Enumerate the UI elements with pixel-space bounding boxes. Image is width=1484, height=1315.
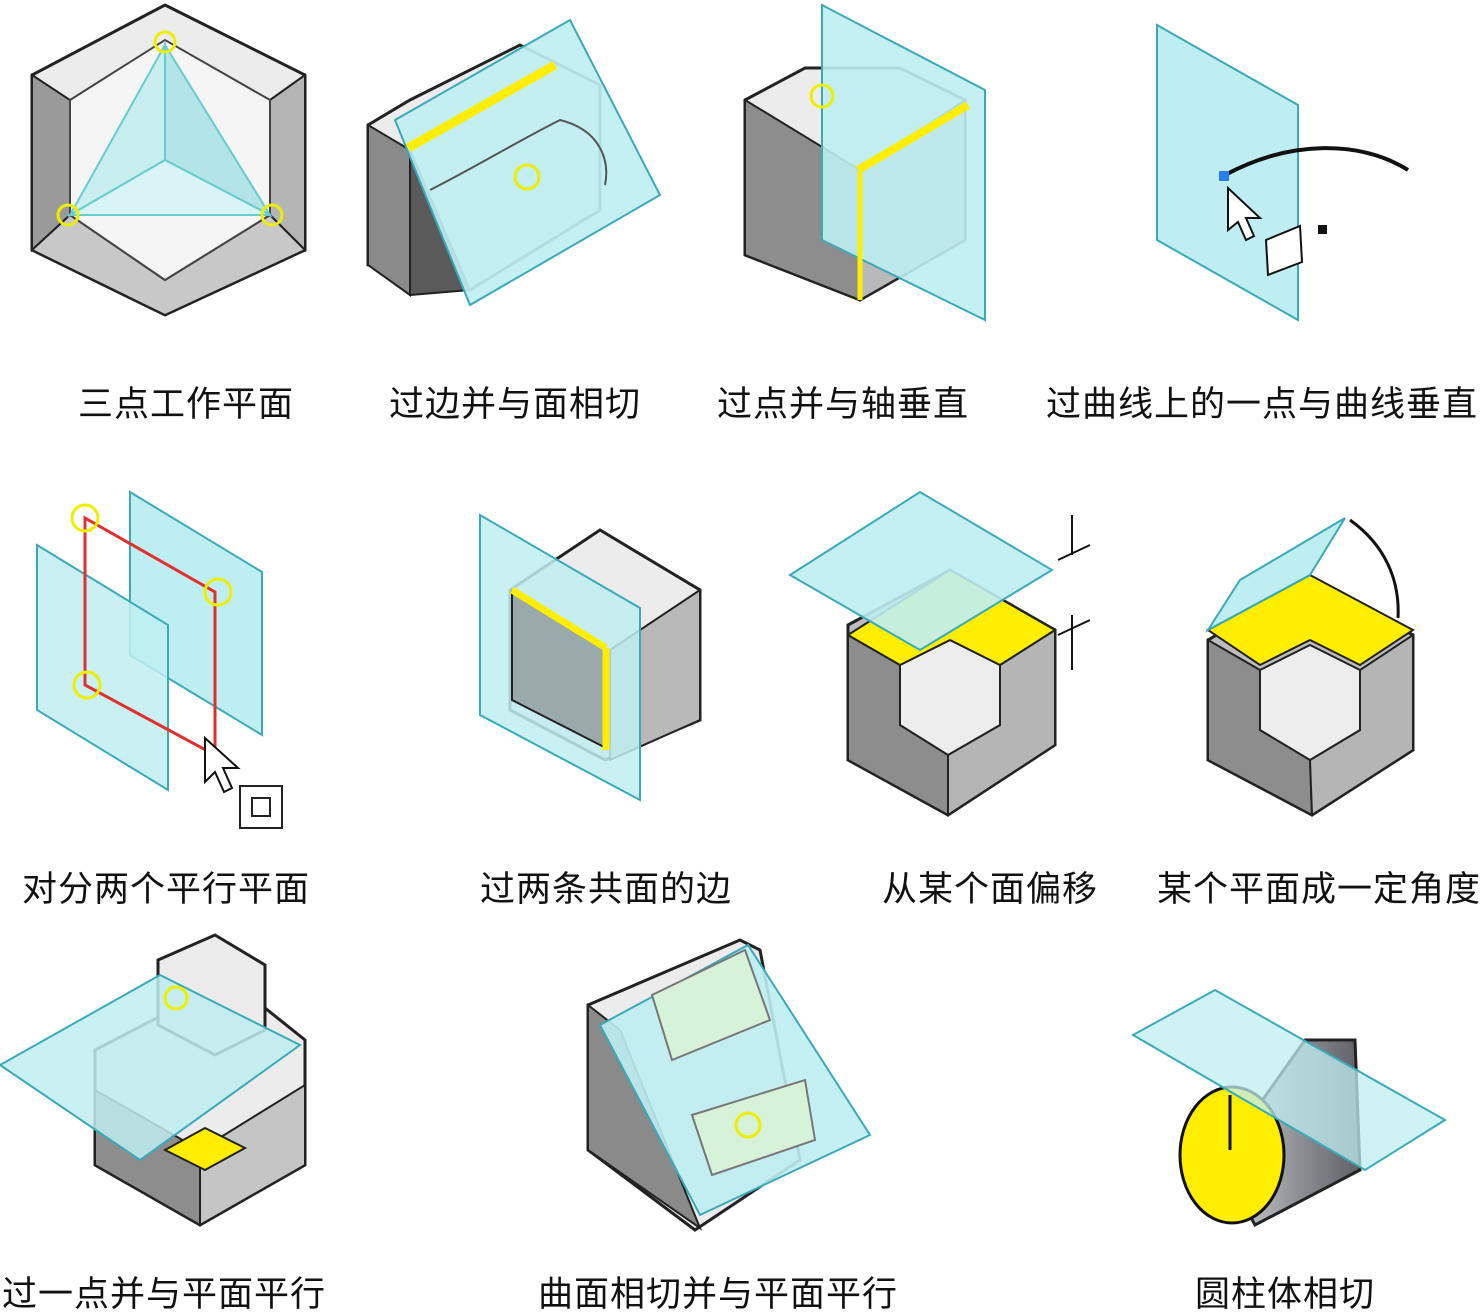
cylinder-tangent-illustration <box>1130 988 1447 1228</box>
point-axis-plane-illustration <box>743 3 986 322</box>
caption-coplanar-edges-plane: 过两条共面的边 <box>480 870 733 910</box>
surface-tangent-parallel-illustration <box>586 938 872 1232</box>
caption-curve-normal-plane: 过曲线上的一点与曲线垂直 <box>1046 385 1479 425</box>
caption-three-point-plane: 三点工作平面 <box>78 385 295 425</box>
coplanar-edges-plane-illustration <box>479 513 702 802</box>
caption-cylinder-tangent: 圆柱体相切 <box>1195 1275 1376 1315</box>
offset-plane-illustration <box>788 490 1091 817</box>
edge-tangent-plane-illustration <box>366 18 662 307</box>
three-point-plane-illustration <box>30 3 307 317</box>
caption-edge-tangent-plane: 过边并与面相切 <box>389 385 642 425</box>
caption-offset-plane: 从某个面偏移 <box>882 870 1099 910</box>
curve-normal-plane-illustration <box>1156 23 1410 322</box>
caption-bisect-planes: 对分两个平行平面 <box>22 870 311 910</box>
point-parallel-plane-illustration <box>0 933 307 1227</box>
caption-point-parallel-plane: 过一点并与平面平行 <box>2 1275 327 1315</box>
angle-plane-illustration <box>1205 517 1415 817</box>
bisect-planes-illustration <box>36 490 283 829</box>
caption-point-axis-plane: 过点并与轴垂直 <box>717 385 970 425</box>
caption-surface-tangent-parallel: 曲面相切并与平面平行 <box>538 1275 899 1315</box>
caption-angle-plane: 某个平面成一定角度 <box>1157 870 1482 910</box>
